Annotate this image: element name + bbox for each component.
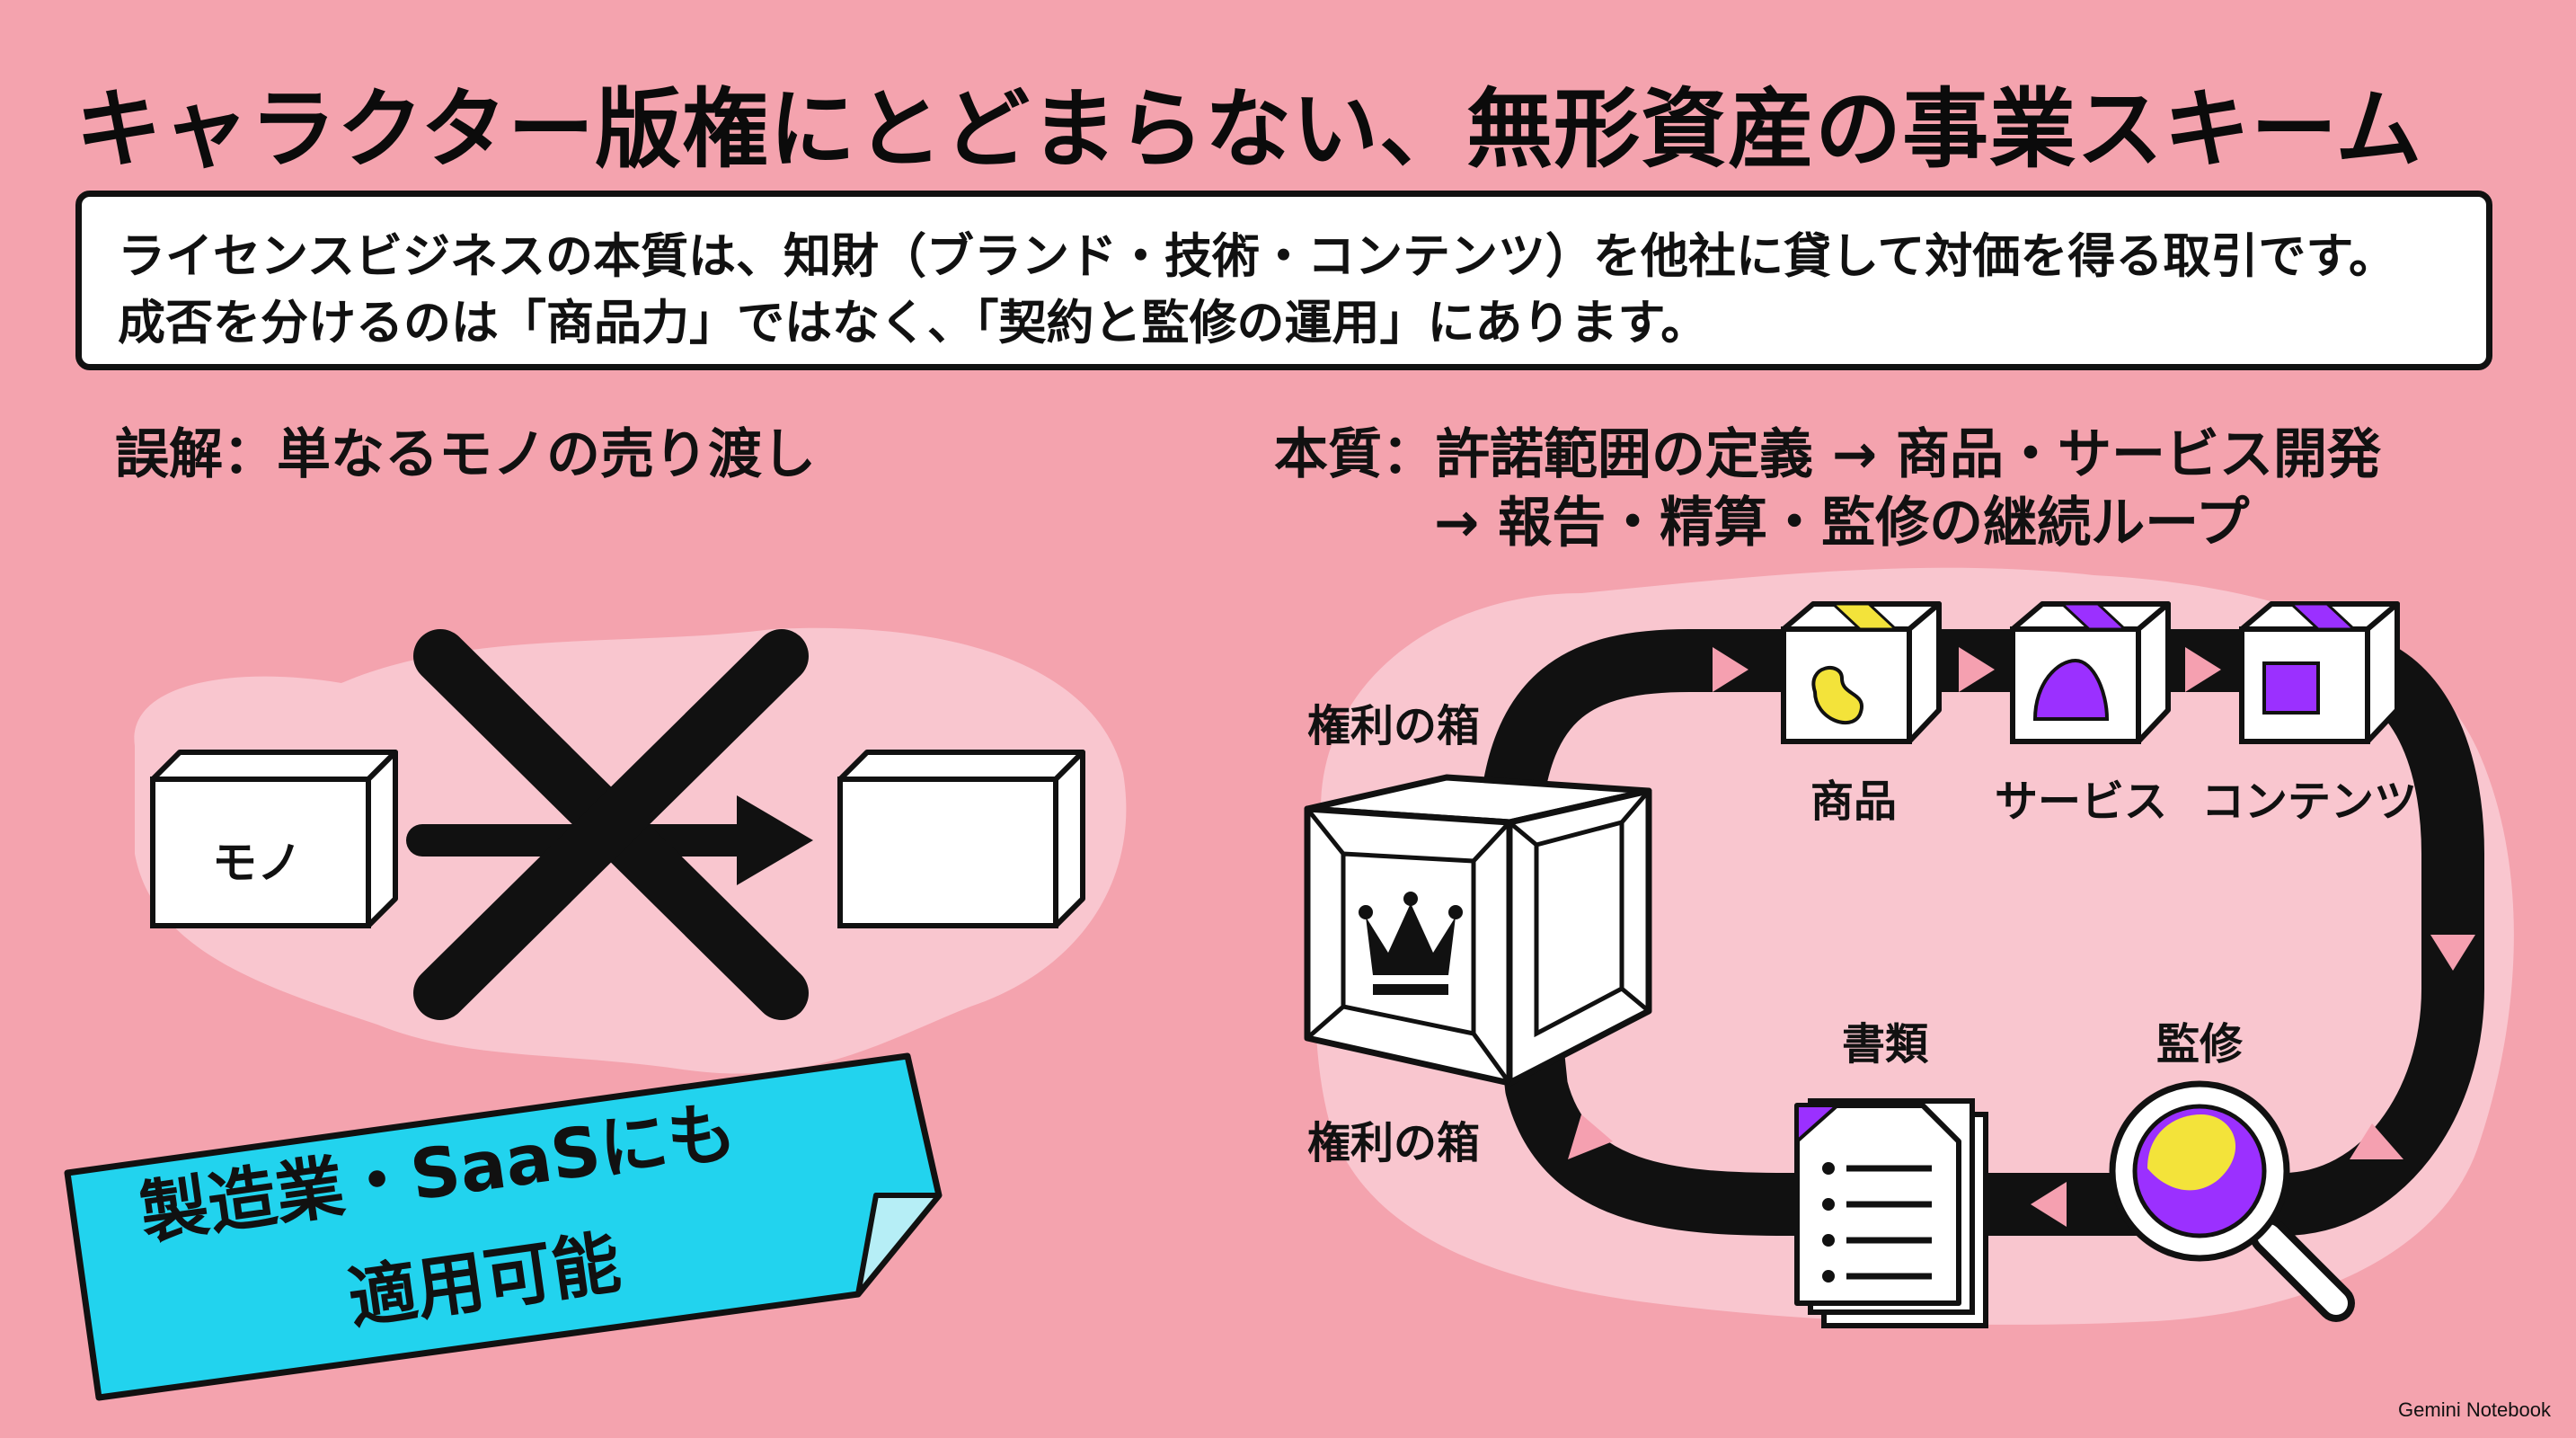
crown-icon — [1359, 892, 1463, 995]
mono-box — [150, 750, 398, 928]
summary-line-2: 成否を分けるのは「商品力」ではなく、「契約と監修の運用」にあります。 — [118, 296, 1709, 351]
footer-brand: Gemini Notebook — [2398, 1398, 2551, 1421]
rights-box-top-label: 権利の箱 — [1307, 701, 1481, 751]
supervision-label: 監修 — [2156, 1019, 2244, 1070]
misconception-heading: 誤解：単なるモノの売り渡し — [115, 423, 816, 486]
cycle-loop-track — [1478, 629, 2484, 1236]
rights-box — [1304, 774, 1653, 1087]
essence-heading: 本質：許諾範囲の定義 → 商品・サービス開発 → 報告・精算・監修の継続ループ — [1274, 421, 2381, 557]
essence-heading-line-2: → 報告・精算・監修の継続ループ — [1434, 492, 2250, 555]
mono-box-label: モノ — [212, 837, 302, 889]
sticky-note — [64, 1052, 943, 1401]
document-icon — [1794, 1098, 1988, 1328]
empty-box — [837, 750, 1085, 928]
documents-label: 書類 — [1842, 1019, 1929, 1070]
magnifier-icon — [2109, 1080, 2355, 1322]
page-title: キャラクター版権にとどまらない、無形資産の事業スキーム — [75, 79, 2423, 180]
product-label-content: コンテンツ — [2201, 777, 2418, 827]
essence-heading-line-1: 本質：許諾範囲の定義 → 商品・サービス開発 — [1274, 423, 2382, 486]
loop-arrows — [1568, 647, 2475, 1227]
summary-line-1: ライセンスビジネスの本質は、知財（ブランド・技術・コンテンツ）を他社に貸して対価… — [118, 229, 2397, 284]
box-icon — [1781, 601, 2400, 744]
cross-icon — [413, 629, 809, 1020]
product-label-goods: 商品 — [1810, 777, 1898, 827]
rights-box-bottom-label: 権利の箱 — [1307, 1118, 1481, 1168]
summary-box: ライセンスビジネスの本質は、知財（ブランド・技術・コンテンツ）を他社に貸して対価… — [75, 191, 2492, 370]
product-label-service: サービス — [1995, 777, 2168, 827]
